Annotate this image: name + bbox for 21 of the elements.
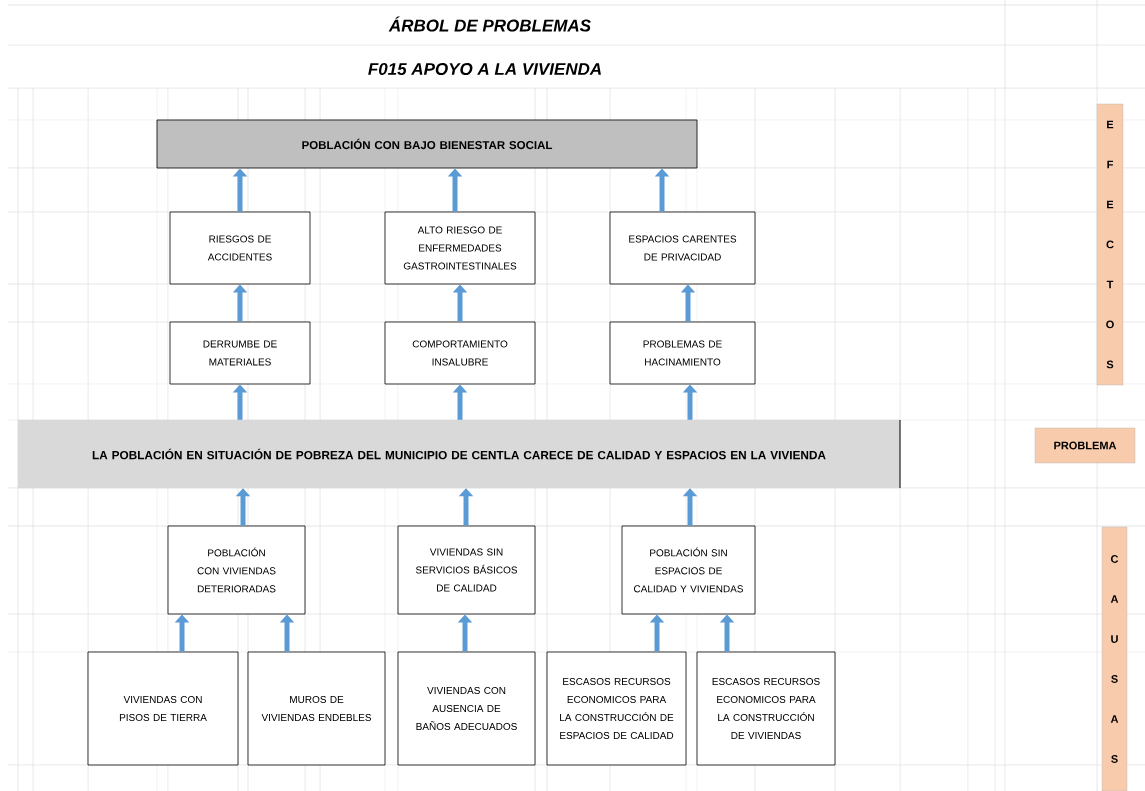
tree-box: PROBLEMAS DE HACINAMIENTO xyxy=(609,321,756,385)
tree-box: ALTO RIESGO DE ENFERMEDADES GASTROINTESTINALES xyxy=(384,211,536,285)
tree-box: COMPORTAMIENTO INSALUBRE xyxy=(384,321,536,385)
tree-box: VIVIENDAS CON AUSENCIA DE BAÑOS ADECUADOS xyxy=(397,651,536,766)
tree-box: DERRUMBE DE MATERIALES xyxy=(169,321,311,385)
tree-box: POBLACIÓN SIN ESPACIOS DE CALIDAD Y VIVIENDAS xyxy=(621,525,756,615)
side-label: EFECTOS xyxy=(1096,103,1124,386)
tree-box: MUROS DE VIVIENDAS ENDEBLES xyxy=(247,651,386,766)
side-label: PROBLEMA xyxy=(1034,427,1136,464)
tree-box: VIVIENDAS CON PISOS DE TIERRA xyxy=(87,651,239,766)
tree-box: POBLACIÓN CON VIVIENDAS DETERIORADAS xyxy=(167,525,306,615)
title: ÁRBOL DE PROBLEMAS xyxy=(388,16,591,32)
problem-band: LA POBLACIÓN EN SITUACIÓN DE POBREZA DEL MUNICIPIO DE CENTLA CARECE DE CALIDAD Y ESPACIOS EN LA VIVIENDA xyxy=(17,419,901,489)
effect-box: POBLACIÓN CON BAJO BIENESTAR SOCIAL xyxy=(156,119,698,169)
tree-box: RIESGOS DE ACCIDENTES xyxy=(169,211,311,285)
subtitle: F015 APOYO A LA VIVIENDA xyxy=(368,62,601,75)
side-label: CAUSAS xyxy=(1101,526,1128,791)
tree-box: ESCASOS RECURSOS ECONOMICOS PARA LA CONSTRUCCIÓN DE VIVIENDAS xyxy=(696,651,836,766)
tree-box: ESPACIOS CARENTES DE PRIVACIDAD xyxy=(609,211,756,285)
tree-box: ESCASOS RECURSOS ECONOMICOS PARA LA CONSTRUCCIÓN DE ESPACIOS DE CALIDAD xyxy=(546,651,687,766)
tree-box: VIVIENDAS SIN SERVICIOS BÁSICOS DE CALIDAD xyxy=(397,525,536,615)
